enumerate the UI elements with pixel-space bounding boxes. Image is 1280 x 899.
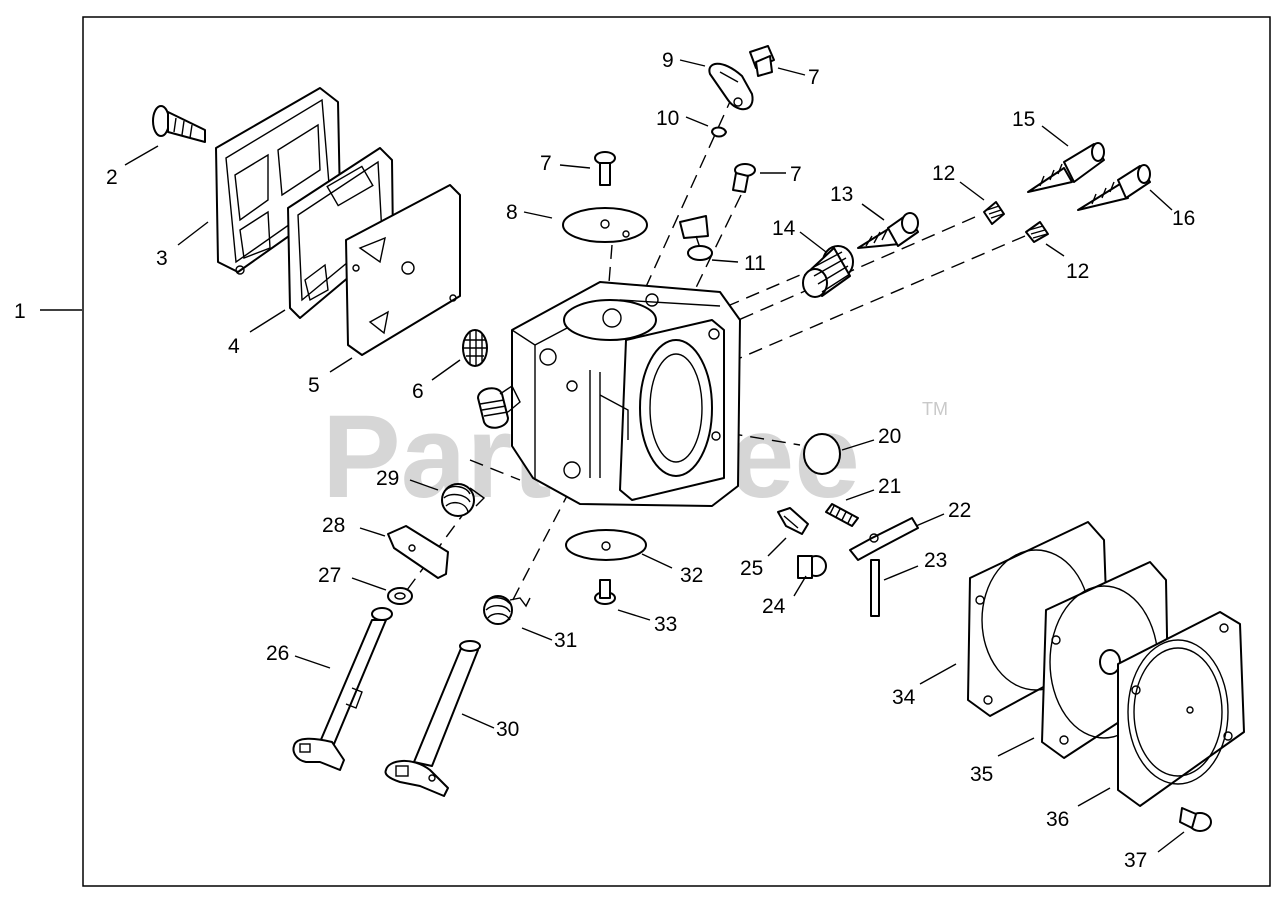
leader-lines (40, 59, 1185, 853)
callout-23: 23 (924, 549, 947, 572)
part-24-screw (797, 555, 827, 579)
part-22-arm (849, 517, 919, 561)
diagram-frame (82, 16, 1271, 887)
callout-3: 3 (156, 247, 168, 270)
callout-25: 25 (740, 557, 763, 580)
part-20-welch-plug (803, 433, 841, 475)
callout-6: 6 (412, 380, 424, 403)
part-27-washer (387, 587, 413, 605)
part-10-e-clip (711, 126, 727, 138)
part-32-choke-plate (565, 529, 647, 561)
callout-29: 29 (376, 467, 399, 490)
callout-10: 10 (656, 107, 679, 130)
callout-numbers: 1 2 3 4 5 6 9 7 10 7 7 8 11 14 13 12 15 … (14, 49, 1195, 872)
part-6-screen (462, 329, 488, 367)
callout-28: 28 (322, 514, 345, 537)
part-23-pin (870, 559, 880, 617)
callout-1: 1 (14, 300, 26, 323)
part-31-spring (483, 595, 531, 625)
callout-4: 4 (228, 335, 240, 358)
callout-37: 37 (1124, 849, 1147, 872)
part-12-spring-lower (1025, 221, 1049, 243)
callout-12-lower: 12 (1066, 260, 1089, 283)
callout-31: 31 (554, 629, 577, 652)
callout-7-top: 7 (808, 66, 820, 89)
callout-16: 16 (1172, 207, 1195, 230)
callout-27: 27 (318, 564, 341, 587)
part-37-screw (1179, 807, 1212, 832)
callout-35: 35 (970, 763, 993, 786)
callout-26: 26 (266, 642, 289, 665)
callout-30: 30 (496, 718, 519, 741)
part-29-spring (441, 483, 486, 517)
part-12-spring-upper (983, 201, 1005, 225)
callout-13: 13 (830, 183, 853, 206)
callout-14: 14 (772, 217, 796, 240)
callout-7-right: 7 (790, 163, 802, 186)
callout-34: 34 (892, 686, 916, 709)
callout-21: 21 (878, 475, 901, 498)
callout-8: 8 (506, 201, 518, 224)
callout-5: 5 (308, 374, 320, 397)
part-16-needle (1077, 164, 1151, 211)
callout-12-upper: 12 (932, 162, 955, 185)
part-9-lever (708, 62, 754, 110)
callout-32: 32 (680, 564, 703, 587)
part-11-lever (679, 215, 713, 261)
part-25-inlet-needle (777, 507, 809, 535)
part-33-screw (594, 579, 616, 605)
part-15-needle (1027, 142, 1105, 193)
part-7-screw-right (732, 163, 756, 193)
callout-15: 15 (1012, 108, 1035, 131)
callout-20: 20 (878, 425, 901, 448)
part-26-shaft (292, 607, 393, 771)
callout-9: 9 (662, 49, 674, 72)
part-30-shaft (384, 640, 481, 797)
callout-22: 22 (948, 499, 971, 522)
part-13-needle (857, 212, 919, 249)
part-28-bracket (387, 525, 449, 579)
part-8-throttle-plate (562, 207, 648, 243)
callout-36: 36 (1046, 808, 1069, 831)
part-7-screw-top (749, 45, 775, 77)
callout-24: 24 (762, 595, 786, 618)
callout-7-left: 7 (540, 152, 552, 175)
carburetor-body (477, 281, 741, 507)
part-14-spring (802, 245, 854, 298)
part-21-spring (825, 503, 859, 527)
part-2-screw (152, 105, 206, 143)
callout-11: 11 (744, 252, 766, 275)
callout-2: 2 (106, 166, 118, 189)
watermark-trademark: TM (922, 399, 948, 419)
part-7-screw-left (594, 151, 616, 186)
part-5-diaphragm (345, 184, 461, 356)
part-36-pump-cover (1117, 611, 1245, 807)
callout-33: 33 (654, 613, 677, 636)
